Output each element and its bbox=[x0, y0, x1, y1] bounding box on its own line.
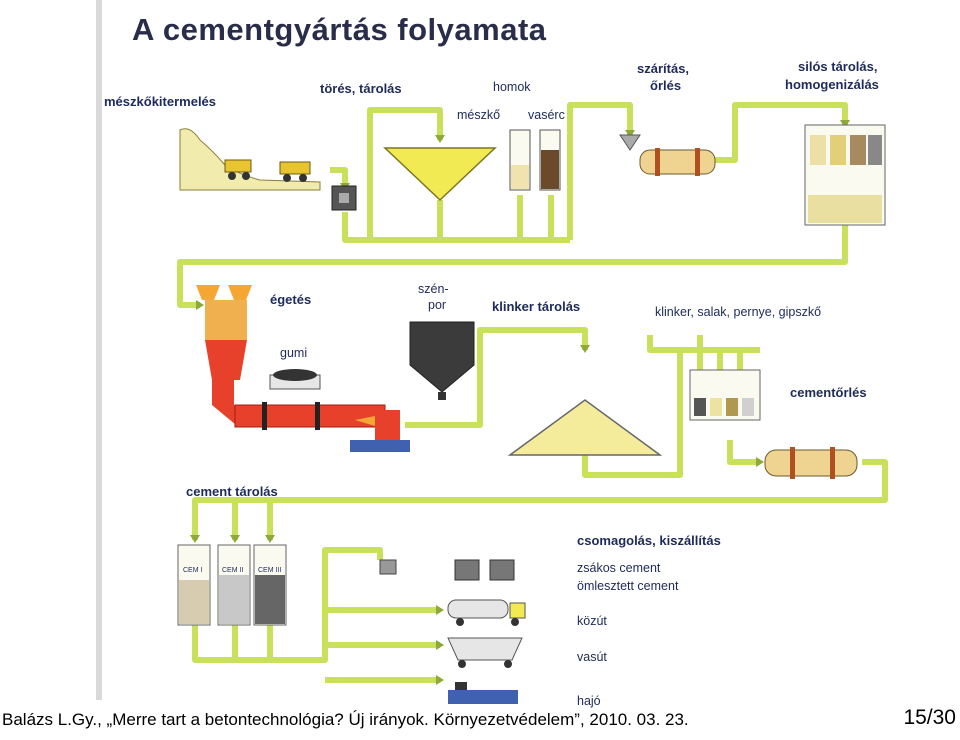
label-drying-line1: szárítás, bbox=[637, 61, 690, 76]
packer-icon bbox=[379, 559, 397, 575]
page-number: 15/30 bbox=[903, 706, 956, 729]
conveyor-silos-kiln bbox=[177, 225, 848, 308]
arrow-right-icon bbox=[436, 675, 444, 685]
arrow-right-icon bbox=[436, 640, 444, 650]
coal-hopper bbox=[409, 321, 475, 393]
conveyor-dryer-silos bbox=[715, 102, 848, 163]
slide-footer: Balázs L.Gy., „Merre tart a betontechnol… bbox=[2, 710, 689, 729]
label-silo-cem2: CEM II bbox=[222, 567, 244, 574]
arrow-right-icon bbox=[436, 605, 444, 615]
label-additives: klinker, salak, pernye, gipszkő bbox=[655, 305, 822, 319]
clinker-storage-pile bbox=[507, 399, 663, 456]
cyclone-icon bbox=[228, 285, 252, 300]
label-silo-storage-line1: silós tárolás, bbox=[798, 59, 878, 74]
conveyor-network bbox=[177, 102, 888, 683]
arrow-right-icon bbox=[756, 457, 764, 467]
raw-mill-icon bbox=[639, 149, 716, 175]
flow-arrows bbox=[190, 120, 850, 685]
tanker-truck-icon bbox=[447, 599, 526, 626]
arrow-down-icon bbox=[230, 535, 240, 543]
label-silo-cem3: CEM III bbox=[258, 567, 282, 574]
label-bagged-cement: zsákos cement bbox=[577, 561, 661, 575]
excavator-icon bbox=[224, 159, 252, 173]
clinker-cooler bbox=[350, 440, 410, 452]
label-bulk-cement: ömlesztett cement bbox=[577, 579, 679, 593]
arrow-down-icon bbox=[190, 535, 200, 543]
arrow-right-icon bbox=[196, 300, 204, 310]
conveyor-mill-storage bbox=[192, 459, 888, 540]
label-cement-storage: cement tárolás bbox=[186, 484, 278, 499]
label-coal-line2: por bbox=[428, 298, 447, 312]
additive-silos bbox=[689, 369, 761, 421]
homogenization-silos bbox=[804, 124, 886, 226]
label-drying-line2: őrlés bbox=[650, 78, 682, 93]
conveyor-quarry-crusher bbox=[330, 167, 348, 185]
label-silo-cem1: CEM I bbox=[183, 567, 203, 574]
conveyor-clinker-mill bbox=[582, 350, 683, 478]
quarry-ground bbox=[179, 128, 321, 191]
cyclone-icon bbox=[196, 285, 220, 300]
kiln-system bbox=[196, 285, 410, 452]
arrow-down-icon bbox=[625, 130, 635, 138]
conveyor-to-mill bbox=[727, 440, 760, 465]
cement-mill-icon bbox=[764, 449, 858, 477]
arrow-down-icon bbox=[435, 135, 445, 143]
label-sand: homok bbox=[493, 80, 531, 94]
tyre-pile-icon bbox=[273, 369, 317, 381]
label-cement-grinding: cementőrlés bbox=[790, 385, 867, 400]
quarry-illustration bbox=[179, 128, 321, 191]
label-packing-dispatch: csomagolás, kiszállítás bbox=[577, 533, 721, 548]
label-coal-line1: szén- bbox=[418, 282, 449, 296]
label-road: közút bbox=[577, 614, 607, 628]
conveyor-crusher-pile bbox=[342, 107, 443, 243]
arrow-down-icon bbox=[580, 345, 590, 353]
conveyor-additives bbox=[647, 335, 760, 353]
dryer-hopper bbox=[619, 134, 641, 151]
preheater bbox=[205, 340, 247, 380]
rotary-kiln bbox=[234, 404, 386, 428]
raw-material-pile bbox=[383, 147, 497, 202]
arrow-down-icon bbox=[265, 535, 275, 543]
label-clinker-storage: klinker tárolás bbox=[492, 299, 581, 314]
label-crushing-storage: törés, tárolás bbox=[320, 81, 402, 96]
label-iron-ore: vasérc bbox=[528, 108, 565, 122]
label-ship: hajó bbox=[577, 694, 601, 708]
left-margin-strip bbox=[96, 0, 102, 700]
label-burning: égetés bbox=[270, 292, 312, 307]
slide-title: A cementgyártás folyamata bbox=[132, 12, 547, 47]
flame-icon bbox=[355, 416, 375, 426]
label-rail: vasút bbox=[577, 650, 607, 664]
ship-icon bbox=[448, 682, 518, 704]
dump-truck-icon bbox=[279, 161, 311, 175]
label-quarrying: mészkőkitermelés bbox=[104, 94, 217, 109]
bag-pallet-icon bbox=[489, 559, 515, 581]
rail-wagon-icon bbox=[447, 637, 523, 668]
label-silo-storage-line2: homogenizálás bbox=[785, 77, 879, 92]
bag-pallet-icon bbox=[454, 559, 480, 581]
conveyor-storage-dispatch bbox=[192, 547, 383, 663]
conveyor-kiln-clinker bbox=[405, 327, 588, 428]
label-tyres: gumi bbox=[280, 346, 308, 360]
cement-silos bbox=[177, 544, 287, 626]
label-limestone: mészkő bbox=[457, 108, 501, 122]
conveyor-to-dryer bbox=[567, 102, 633, 240]
arrow-down-icon bbox=[840, 120, 850, 128]
